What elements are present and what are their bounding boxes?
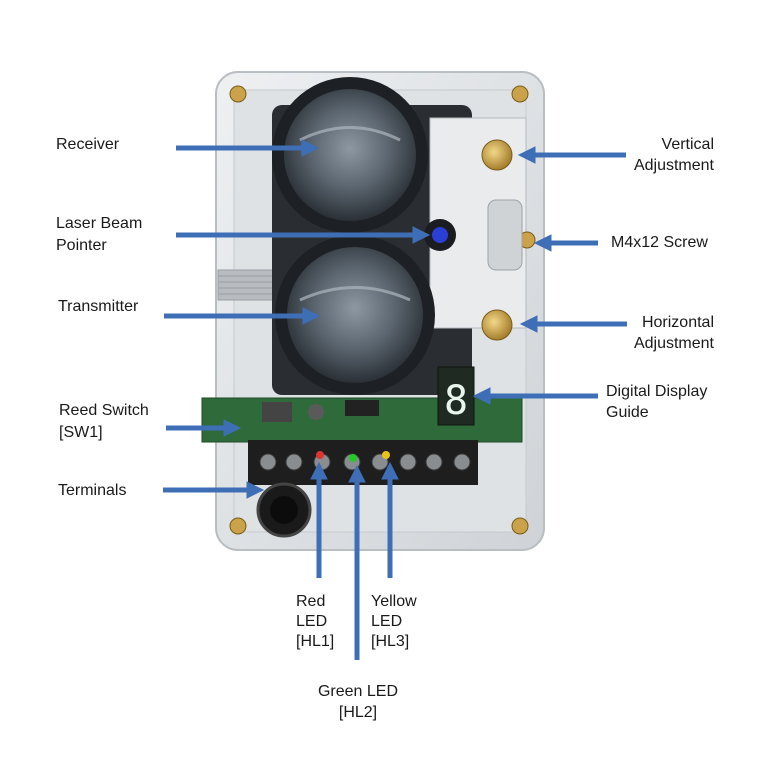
label-yellow-led-line2: LED xyxy=(371,613,403,630)
label-terminals: Terminals xyxy=(58,482,127,499)
label-horizontal-line1: Horizontal xyxy=(641,314,714,331)
arrow-receiver xyxy=(176,139,320,157)
arrow-transmitter xyxy=(164,307,321,325)
arrow-terminals xyxy=(163,481,265,499)
label-display-line1: Digital Display xyxy=(606,383,708,400)
arrow-red-led xyxy=(310,461,328,578)
label-vertical-line2: Adjustment xyxy=(633,157,714,174)
label-laser-pointer-line2: Pointer xyxy=(56,237,107,254)
arrow-horizontal xyxy=(519,315,627,333)
horizontal-adjustment-knob xyxy=(481,309,513,341)
arrow-m4-screw xyxy=(533,234,598,252)
arrow-laser-pointer xyxy=(176,226,431,244)
green-led xyxy=(349,454,357,462)
label-reed-switch-line2: [SW1] xyxy=(59,424,103,441)
label-receiver: Receiver xyxy=(56,136,120,153)
display-digit: 8 xyxy=(444,378,468,424)
label-red-led-line2: LED xyxy=(296,613,328,630)
label-green-led-line1: Green LED xyxy=(317,683,399,700)
label-display-line2: Guide xyxy=(606,404,649,421)
corner-screw-icon xyxy=(229,85,529,535)
label-yellow-led-line1: Yellow xyxy=(371,593,417,610)
label-reed-switch-line1: Reed Switch xyxy=(59,402,149,419)
yellow-led xyxy=(382,451,390,459)
label-red-led-line1: Red xyxy=(296,593,326,610)
digital-display xyxy=(437,366,475,426)
label-horizontal-line2: Adjustment xyxy=(633,335,714,352)
arrow-yellow-led xyxy=(381,461,399,578)
arrow-vertical xyxy=(517,146,626,164)
label-m4-screw: M4x12 Screw xyxy=(611,234,708,251)
label-transmitter: Transmitter xyxy=(58,298,139,315)
red-led xyxy=(316,451,324,459)
arrow-display xyxy=(472,387,598,405)
ribbon-cable xyxy=(217,269,281,301)
arrow-reed-switch xyxy=(166,419,242,437)
vertical-adjustment-knob xyxy=(481,139,513,171)
label-vertical-line1: Vertical xyxy=(661,136,714,153)
label-red-led-line3: [HL1] xyxy=(296,633,335,650)
arrow-green-led xyxy=(348,464,366,660)
label-laser-pointer-line1: Laser Beam xyxy=(56,215,143,232)
label-yellow-led-line3: [HL3] xyxy=(371,633,410,650)
label-green-led-line2: [HL2] xyxy=(338,704,378,721)
